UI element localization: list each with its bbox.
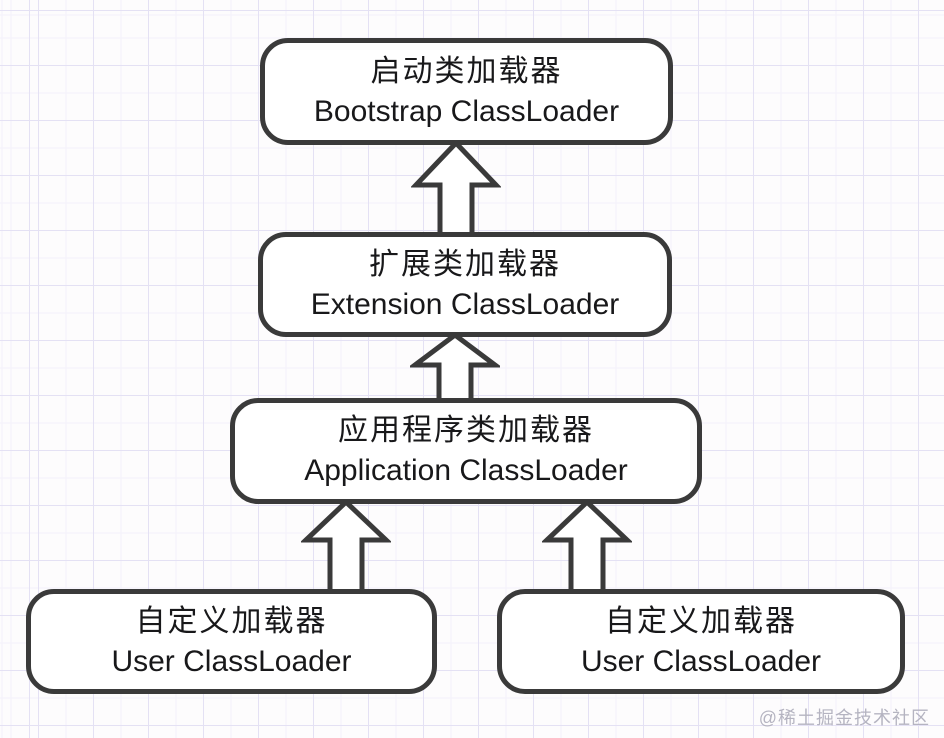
- diagram-node-extension-classloader: 扩展类加载器 Extension ClassLoader: [258, 232, 672, 337]
- diagram-node-user-classloader-right: 自定义加载器 User ClassLoader: [497, 589, 905, 694]
- node-label-zh: 应用程序类加载器: [338, 414, 594, 447]
- node-label-zh: 自定义加载器: [605, 604, 797, 638]
- node-label-en: Extension ClassLoader: [310, 287, 620, 321]
- diagram-node-bootstrap-classloader: 启动类加载器 Bootstrap ClassLoader: [260, 38, 673, 145]
- diagram-node-user-classloader-left: 自定义加载器 User ClassLoader: [26, 589, 437, 694]
- node-label-en: User ClassLoader: [580, 644, 822, 678]
- node-label-zh: 启动类加载器: [370, 54, 563, 88]
- node-label-en: Bootstrap ClassLoader: [313, 94, 620, 128]
- node-label-en: User ClassLoader: [111, 644, 352, 678]
- up-block-arrow-icon: [299, 498, 393, 600]
- watermark: @稀土掘金技术社区: [758, 708, 930, 728]
- up-block-arrow-icon: [410, 139, 502, 243]
- diagram-node-application-classloader: 应用程序类加载器 Application ClassLoader: [230, 398, 702, 504]
- up-block-arrow-icon: [540, 498, 634, 600]
- node-label-zh: 自定义加载器: [135, 604, 328, 638]
- node-label-en: Application ClassLoader: [304, 454, 628, 487]
- node-label-zh: 扩展类加载器: [369, 247, 561, 281]
